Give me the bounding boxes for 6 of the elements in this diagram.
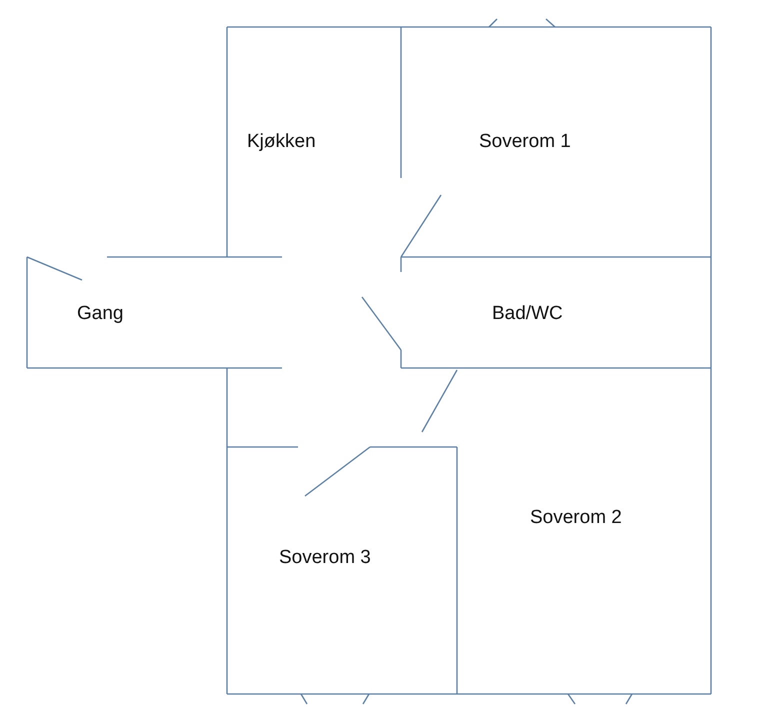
room-label: Soverom 3: [279, 547, 371, 569]
room-label: Soverom 2: [530, 507, 622, 529]
room-label: Soverom 1: [479, 131, 571, 153]
room-label: Kjøkken: [247, 131, 316, 153]
room-label: Bad/WC: [492, 303, 563, 325]
room-label: Gang: [77, 303, 124, 325]
